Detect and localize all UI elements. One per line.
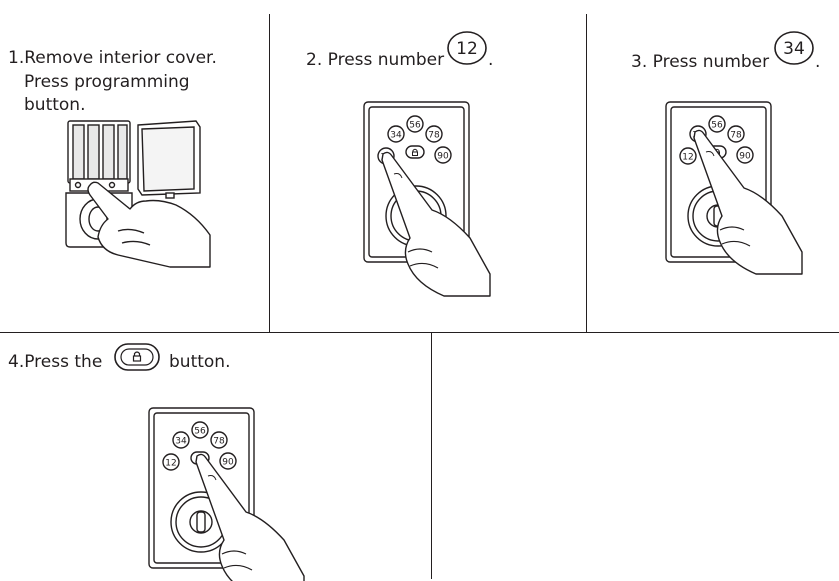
step-1-illustration [65,120,211,268]
keypad-lock-button [405,145,425,159]
badge-12-label: 12 [456,39,478,59]
keypad-label: 78 [213,437,225,447]
keypad-label: 34 [390,131,402,141]
step-3-suffix: . [815,52,821,72]
step-1-line-3: button. [24,95,86,115]
step-2-number: 2. [306,50,323,70]
keypad-button-78: 78 [425,125,443,143]
keypad-button-78: 78 [727,125,745,143]
padlock-button-icon [114,343,160,371]
keypad-button-12: 12 [162,453,180,471]
keypad-button-90: 90 [434,146,452,164]
badge-34-label: 34 [783,39,805,59]
step-3-number: 3. [631,52,648,72]
keypad-button-56: 56 [191,421,209,439]
pointing-hand-icon [693,129,803,275]
step-4-text: 4.Press the [8,351,102,374]
keypad-label: 34 [175,437,187,447]
keypad-button-34: 34 [172,431,190,449]
step-2-text: 2. Press number [306,49,444,72]
keypad-label: 78 [730,131,742,141]
keypad-label: 90 [437,152,449,162]
step-1-line-1: Remove interior cover. [24,48,217,68]
keypad-label: 56 [409,121,421,131]
keypad-button-56: 56 [708,115,726,133]
keypad-button-12: 12 [679,147,697,165]
divider-horizontal [0,332,839,333]
step-4-illustration: 12 34 56 78 90 [148,407,305,581]
step-1-text: 1.Remove interior cover. [8,47,217,70]
keypad-label: 56 [711,121,723,131]
keypad-label: 12 [682,153,693,163]
divider-vertical-1 [269,14,270,332]
keypad-button-78: 78 [210,431,228,449]
pointing-hand-icon [195,453,305,581]
pointing-hand-icon [87,181,211,268]
step-2-suffix: . [488,50,494,70]
step-4-number: 4. [8,352,25,372]
step-1-line-2: Press programming [24,72,190,92]
step-3-label: Press number [652,52,770,72]
step-2-label: Press number [327,50,445,70]
number-badge-34-icon: 34 [774,31,814,65]
keypad-label: 90 [222,458,234,468]
keypad-label: 90 [739,152,751,162]
keypad-label: 78 [428,131,440,141]
keypad-button-34: 34 [387,125,405,143]
divider-vertical-3 [431,332,432,579]
keypad-label: 12 [165,459,176,469]
step-3-text: 3. Press number [631,51,769,74]
keypad-button-90: 90 [736,146,754,164]
number-badge-12-icon: 12 [447,31,487,65]
padlock-icon [132,351,142,362]
keypad-button-56: 56 [406,115,424,133]
step-1-number: 1. [8,48,25,68]
keypad-label: 56 [194,427,206,437]
divider-vertical-2 [586,14,587,332]
step-4-suffix: button. [169,352,231,372]
interior-cover [137,120,201,199]
pointing-hand-icon [381,151,491,297]
keypad-button-90: 90 [219,452,237,470]
step-4-label: Press the [24,352,103,372]
